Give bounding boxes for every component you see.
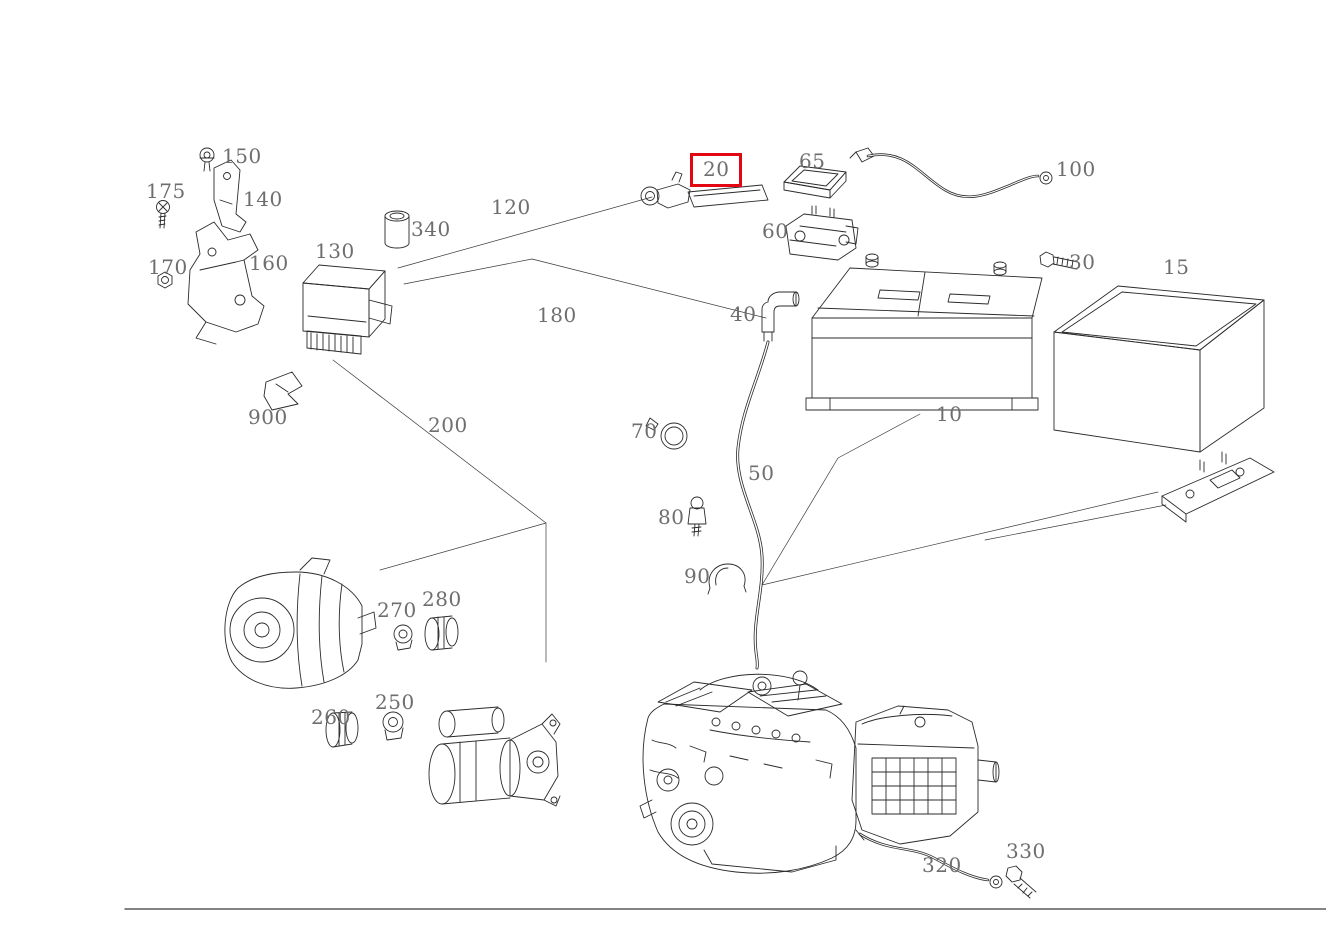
nut-250-drawing (382, 711, 404, 741)
control-module-130-drawing (302, 264, 393, 355)
holder-80-drawing (687, 496, 707, 537)
part-label-180[interactable]: 180 (537, 303, 577, 327)
part-label-150[interactable]: 150 (222, 144, 262, 168)
part-label-80[interactable]: 80 (658, 505, 685, 529)
nut-270-drawing (393, 624, 413, 651)
part-label-280[interactable]: 280 (422, 587, 462, 611)
clip-90-drawing (707, 563, 747, 595)
battery-10-drawing (805, 253, 1043, 411)
part-label-130[interactable]: 130 (315, 239, 355, 263)
battery-cable-100-drawing (849, 147, 1053, 199)
part-label-15[interactable]: 15 (1163, 255, 1190, 279)
selected-part-highlight: 20 (690, 153, 743, 187)
sleeve-280-drawing (424, 615, 459, 651)
alternator-drawing (224, 557, 377, 689)
elbow-40-drawing (761, 291, 800, 342)
fuse-box-60-drawing (785, 205, 859, 261)
junction-strip-drawing (1161, 451, 1275, 523)
part-label-100[interactable]: 100 (1056, 157, 1096, 181)
part-label-160[interactable]: 160 (249, 251, 289, 275)
part-label-10[interactable]: 10 (936, 402, 963, 426)
ground-strap-320-drawing (855, 829, 1003, 889)
part-label-900[interactable]: 900 (248, 405, 288, 429)
bracket-160-drawing (187, 221, 265, 345)
bolt-30-drawing (1039, 251, 1079, 270)
connector-900-drawing (263, 371, 303, 411)
starter-motor-drawing (428, 706, 561, 807)
part-label-20[interactable]: 20 (703, 157, 730, 181)
sleeve-260-drawing (325, 711, 359, 748)
engine-drawing (639, 670, 857, 874)
part-label-340[interactable]: 340 (411, 217, 451, 241)
clamp-70-drawing (645, 417, 688, 450)
transmission-drawing (851, 705, 1000, 845)
part-label-175[interactable]: 175 (146, 179, 186, 203)
battery-tray-15-drawing (1053, 285, 1265, 453)
part-label-270[interactable]: 270 (377, 598, 417, 622)
part-label-120[interactable]: 120 (491, 195, 531, 219)
leader-lines (332, 196, 1167, 663)
part-label-330[interactable]: 330 (1006, 839, 1046, 863)
screw-175-drawing (156, 200, 170, 229)
part-label-30[interactable]: 30 (1069, 250, 1096, 274)
part-label-65[interactable]: 65 (799, 149, 826, 173)
part-label-320[interactable]: 320 (922, 853, 962, 877)
part-label-90[interactable]: 90 (684, 564, 711, 588)
bolt-330-drawing (1005, 865, 1037, 899)
part-label-70[interactable]: 70 (631, 419, 658, 443)
part-label-200[interactable]: 200 (428, 413, 468, 437)
vent-hose-50-drawing (736, 340, 770, 670)
part-label-260[interactable]: 260 (311, 705, 351, 729)
terminal-clamp-20-drawing (640, 171, 769, 209)
part-label-140[interactable]: 140 (243, 187, 283, 211)
part-label-170[interactable]: 170 (148, 255, 188, 279)
part-label-50[interactable]: 50 (748, 461, 775, 485)
part-label-250[interactable]: 250 (375, 690, 415, 714)
sleeve-340-drawing (384, 210, 410, 249)
part-label-40[interactable]: 40 (730, 302, 757, 326)
nut-170-drawing (157, 271, 173, 289)
grommet-150-drawing (199, 147, 215, 172)
part-label-60[interactable]: 60 (762, 219, 789, 243)
bracket-140-drawing (213, 159, 247, 233)
cover-65-drawing (783, 165, 847, 199)
